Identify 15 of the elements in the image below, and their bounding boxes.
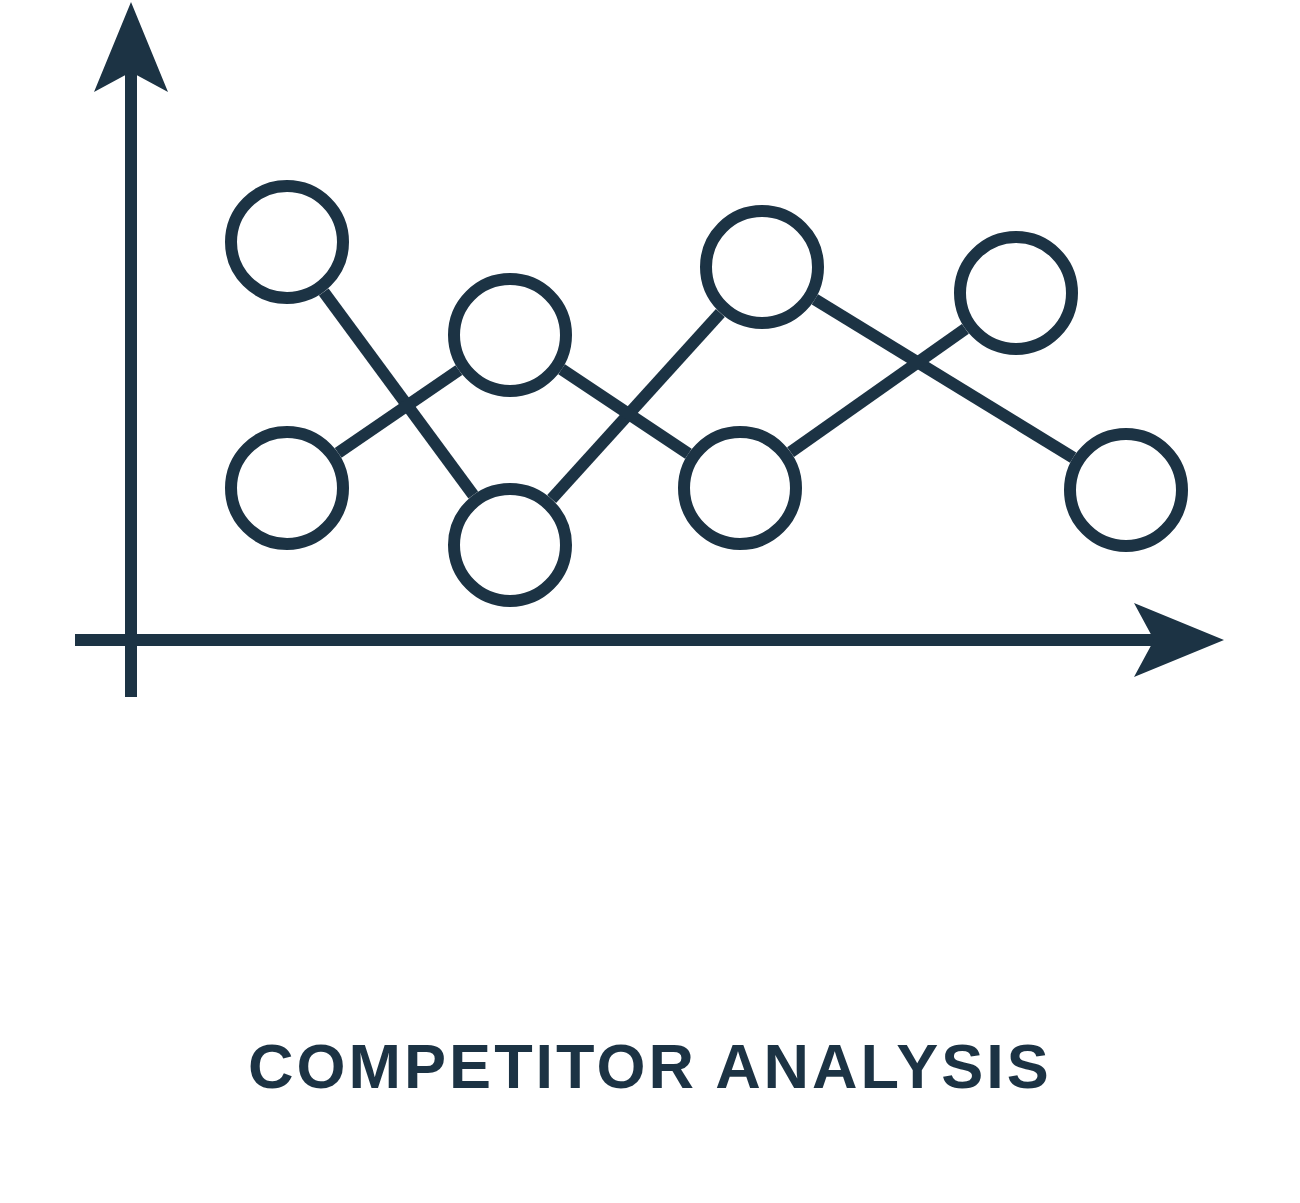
circle-node	[678, 426, 802, 550]
circle-node	[448, 483, 572, 607]
circle-node	[1064, 428, 1188, 552]
connector-line	[318, 288, 479, 499]
connector-line	[558, 364, 692, 459]
connector-line	[547, 308, 725, 504]
circle-node	[225, 426, 349, 550]
title: COMPETITOR ANALYSIS	[247, 1030, 1053, 1102]
circle-node	[448, 273, 572, 397]
circle-node	[225, 180, 349, 304]
circle-node	[954, 231, 1078, 355]
connector-line	[787, 323, 969, 458]
circle-node	[700, 205, 824, 329]
connector-line	[334, 365, 463, 458]
connector-line	[811, 294, 1077, 463]
